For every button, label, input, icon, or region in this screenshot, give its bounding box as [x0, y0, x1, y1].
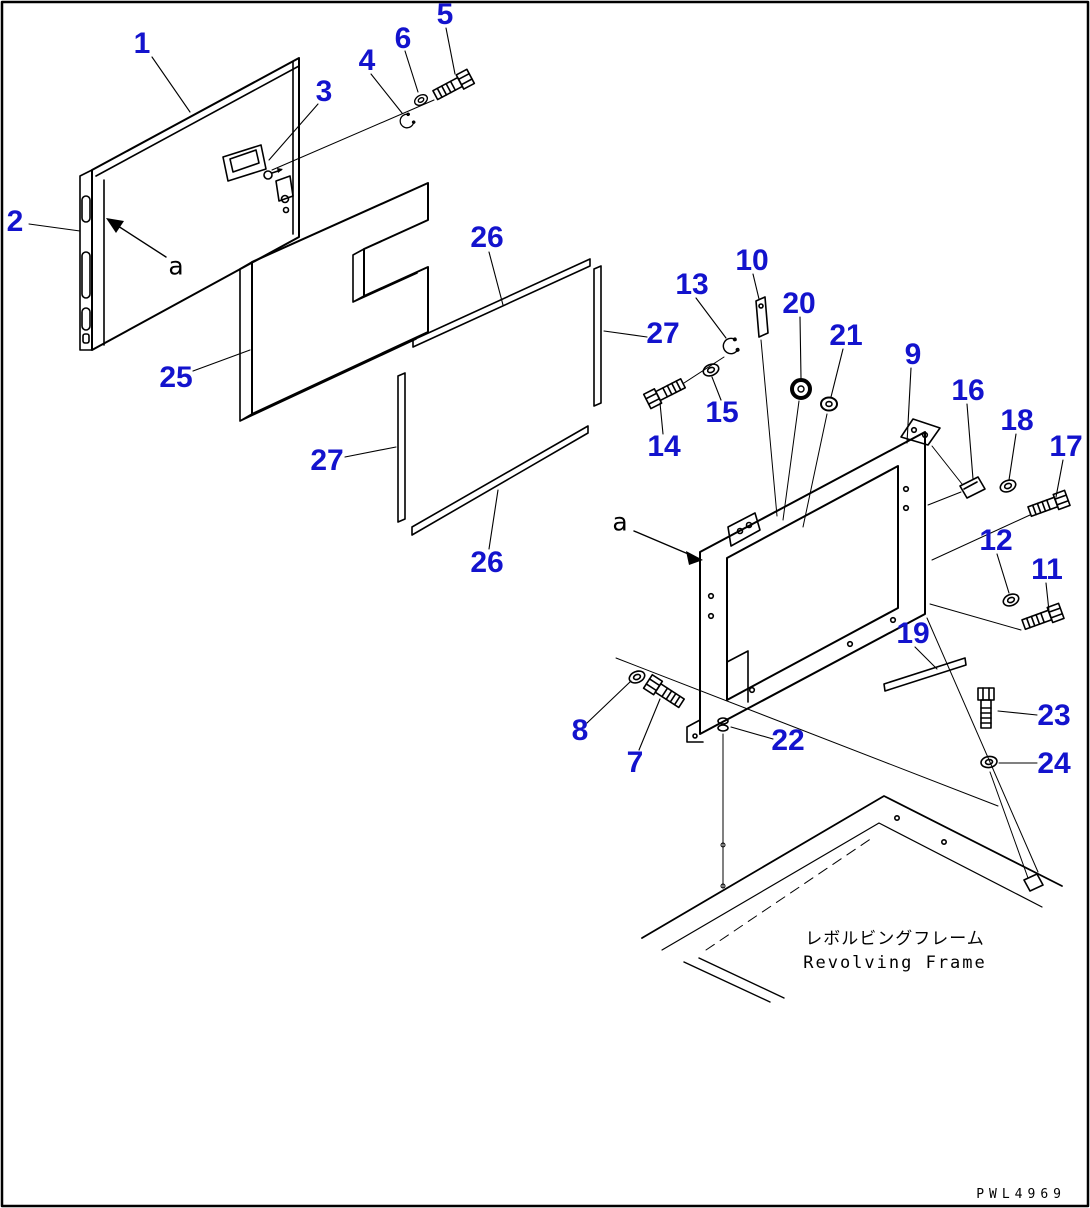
washer-12: [1000, 591, 1022, 609]
view-arrows: [106, 218, 703, 565]
nut-21: [820, 396, 838, 412]
bolt-14: [642, 375, 688, 410]
leader-lines: [28, 27, 1064, 764]
clip-13: [720, 336, 741, 357]
bolt-5: [430, 68, 476, 104]
fitting-22: [717, 717, 729, 725]
view-arrowhead-a1: [106, 218, 124, 233]
frame-assembly: [686, 418, 941, 743]
view-arrowhead-a2: [686, 551, 703, 565]
plate-16: [959, 476, 986, 499]
construction-lines: [271, 99, 1039, 889]
revolving-frame-label-jp: レボルビングフレーム: [805, 929, 985, 949]
grommet-20: [790, 378, 812, 400]
hardware-parts: [396, 68, 1071, 770]
revolving-frame-sketch: [641, 795, 1063, 1003]
door-panel: [79, 57, 300, 351]
washer-24: [979, 754, 999, 770]
drawing-number: PWL4969: [976, 1187, 1066, 1202]
revolving-frame-label-en: Revolving Frame: [803, 953, 987, 973]
strip-19: [883, 657, 967, 692]
washer-8: [626, 668, 648, 686]
washer-18: [997, 477, 1019, 495]
bolt-17: [1026, 489, 1071, 520]
pin-10: [755, 296, 769, 338]
bolt-23: [977, 687, 995, 729]
bolt-11: [1020, 602, 1065, 633]
bolt-7: [642, 673, 687, 711]
insulation-sheet: [239, 182, 429, 422]
door-latch: [222, 144, 294, 214]
